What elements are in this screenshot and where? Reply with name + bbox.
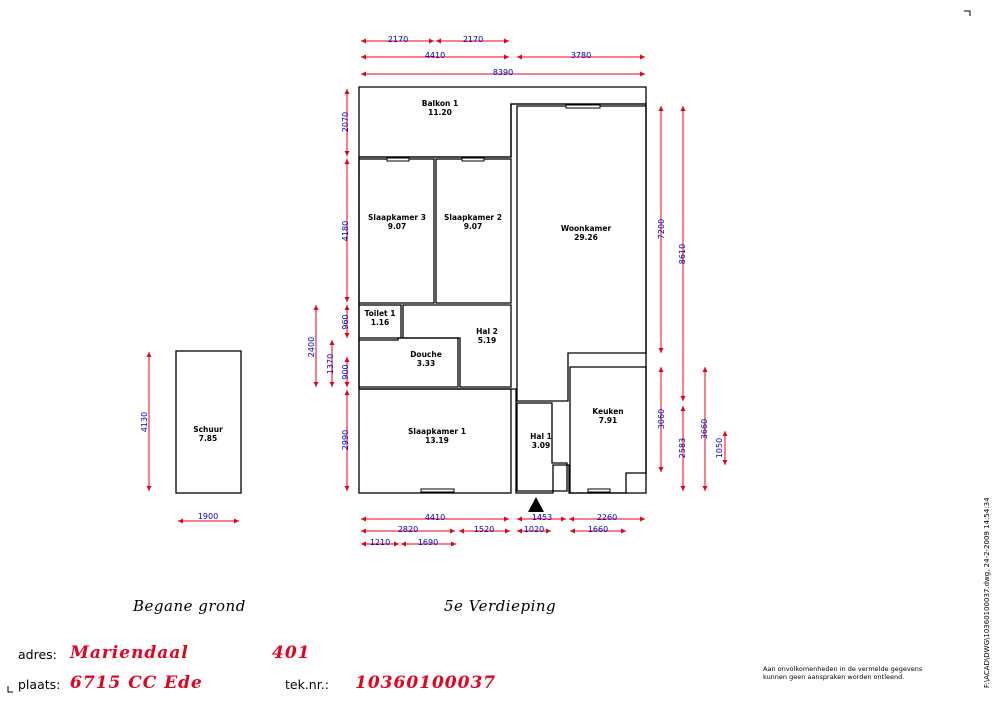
room-woonkamer-name: Woonkamer xyxy=(561,224,612,233)
room-balkon-name: Balkon 1 xyxy=(422,99,458,108)
floor-label-ground: Begane grond xyxy=(133,597,246,615)
dim-right-3: 3060 xyxy=(657,409,666,429)
room-slaapkamer1-area: 13.19 xyxy=(425,436,449,445)
plaats-label: plaats: xyxy=(18,677,61,692)
disclaimer-line-2: kunnen geen aanspraken worden ontleend. xyxy=(763,673,905,681)
dim-bottom-4: 2820 xyxy=(398,525,418,534)
dim-right-1: 7200 xyxy=(657,219,666,239)
dimension-labels: 2170 2170 4410 3780 8390 4410 1453 2260 … xyxy=(140,35,724,547)
teknr-label: tek.nr.: xyxy=(285,677,329,692)
room-slaapkamer2-name: Slaapkamer 2 xyxy=(444,213,502,222)
dim-right-2: 8610 xyxy=(678,244,687,264)
dim-top-2: 2170 xyxy=(463,35,483,44)
entrance-arrow-icon xyxy=(528,497,544,512)
room-hal1-area: 3.09 xyxy=(532,441,551,450)
room-slaapkamer3-area: 9.07 xyxy=(388,222,407,231)
room-hal2-area: 5.19 xyxy=(478,336,497,345)
dim-bottom-9: 1690 xyxy=(418,538,438,547)
dim-right-6: 1050 xyxy=(715,438,724,458)
dim-bottom-5: 1520 xyxy=(474,525,494,534)
dim-top-3: 4410 xyxy=(425,51,445,60)
walls xyxy=(175,86,647,494)
room-schuur-name: Schuur xyxy=(193,425,223,434)
room-douche-name: Douche xyxy=(410,350,442,359)
windows xyxy=(386,104,611,493)
dimension-lines xyxy=(146,38,728,547)
dim-shed-width: 1900 xyxy=(198,512,218,521)
room-slaapkamer3-name: Slaapkamer 3 xyxy=(368,213,426,222)
dim-top-5: 8390 xyxy=(493,68,513,77)
dim-left-4: 2400 xyxy=(307,337,316,357)
dim-right-4: 2583 xyxy=(678,438,687,458)
room-keuken-area: 7.91 xyxy=(599,416,618,425)
corner-mark-top-right xyxy=(964,10,971,16)
room-slaapkamer2-area: 9.07 xyxy=(464,222,483,231)
dim-left-6: 900 xyxy=(341,364,350,379)
dim-bottom-1: 4410 xyxy=(425,513,445,522)
adres-label: adres: xyxy=(18,647,57,662)
city-value: 6715 CC Ede xyxy=(70,673,203,693)
dim-bottom-2: 1453 xyxy=(532,513,552,522)
room-hal2-name: Hal 2 xyxy=(476,327,498,336)
dim-bottom-8: 1210 xyxy=(370,538,390,547)
room-balkon-area: 11.20 xyxy=(428,108,452,117)
dim-left-2: 4180 xyxy=(341,221,350,241)
dim-shed-height: 4130 xyxy=(140,412,149,432)
dim-bottom-3: 2260 xyxy=(597,513,617,522)
floor-label-upper: 5e Verdieping xyxy=(444,597,557,615)
disclaimer-line-1: Aan onvolkomenheden in de vermelde gegev… xyxy=(763,665,923,673)
house-number-value: 401 xyxy=(272,643,311,663)
dim-bottom-6: 1020 xyxy=(524,525,544,534)
dim-left-7: 2990 xyxy=(341,430,350,450)
dim-top-4: 3780 xyxy=(571,51,591,60)
dim-left-5: 1370 xyxy=(326,354,335,374)
room-hal1-name: Hal 1 xyxy=(530,432,552,441)
room-keuken-name: Keuken xyxy=(592,407,623,416)
dim-top-1: 2170 xyxy=(388,35,408,44)
room-labels: Balkon 1 11.20 Slaapkamer 3 9.07 Slaapka… xyxy=(193,99,623,450)
dim-left-3: 960 xyxy=(341,314,350,329)
file-path: F:\ACAD\DWG\10360100037.dwg, 24-2-2009 1… xyxy=(983,497,991,688)
room-toilet-area: 1.16 xyxy=(371,318,390,327)
dim-right-5: 3660 xyxy=(700,419,709,439)
room-douche-area: 3.33 xyxy=(417,359,436,368)
dim-left-1: 2070 xyxy=(341,112,350,132)
room-slaapkamer1-name: Slaapkamer 1 xyxy=(408,427,466,436)
teknr-value: 10360100037 xyxy=(355,673,497,693)
dim-bottom-7: 1660 xyxy=(588,525,608,534)
room-schuur-area: 7.85 xyxy=(199,434,218,443)
room-toilet-name: Toilet 1 xyxy=(365,309,396,318)
disclaimer: Aan onvolkomenheden in de vermelde gegev… xyxy=(763,665,922,681)
street-value: Mariendaal xyxy=(70,643,189,663)
corner-mark-bottom-left xyxy=(7,686,13,693)
room-woonkamer-area: 29.26 xyxy=(574,233,598,242)
